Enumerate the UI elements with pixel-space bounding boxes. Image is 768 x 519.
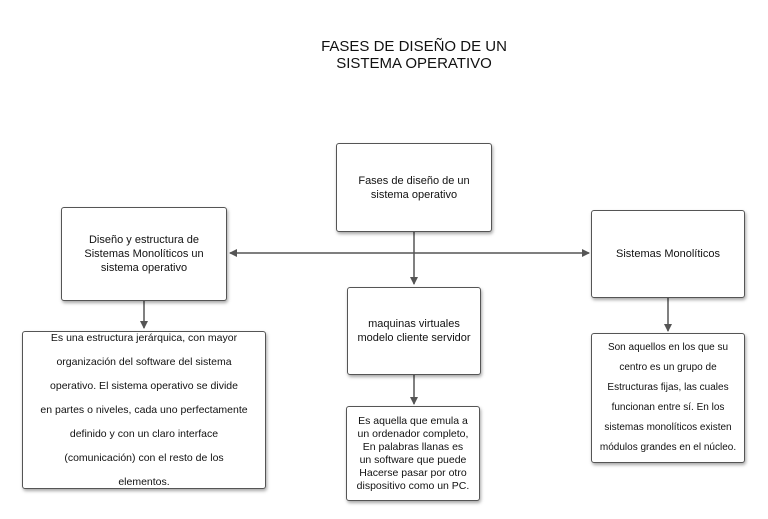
root-node: Fases de diseño de un sistema operativo [336, 143, 492, 232]
title-line-1: FASES DE DISEÑO DE UN [321, 38, 507, 55]
right-description-line: Son aquellos en los que su [607, 342, 729, 353]
right-node: Sistemas Monolíticos [591, 210, 745, 298]
left-description-line: elementos. [118, 476, 170, 488]
middle-node: maquinas virtuales modelo cliente servid… [347, 287, 481, 375]
middle-description-line: Hacerse pasar por otro [359, 466, 467, 479]
left-description-line: definido y con un claro interface [69, 428, 219, 440]
middle-description-line: un ordenador completo, [357, 427, 469, 440]
left-node-line: sistema operativo [100, 262, 188, 274]
middle-description: Es aquella que emula a un ordenador comp… [346, 406, 480, 501]
left-description-line: Es una estructura jerárquica, con mayor [50, 332, 238, 344]
diagram-title: FASES DE DISEÑO DE UN SISTEMA OPERATIVO [284, 38, 544, 72]
left-node-line: Diseño y estructura de [88, 234, 200, 246]
left-description-line: (comunicación) con el resto de los [64, 452, 224, 464]
right-description-line: módulos grandes en el núcleo. [599, 442, 737, 453]
right-description-line: sistemas monolíticos existen [604, 422, 732, 433]
left-description-line: organización del software del sistema [56, 356, 232, 368]
root-node-line: sistema operativo [370, 188, 458, 201]
root-node-line: Fases de diseño de un [358, 174, 470, 187]
middle-node-line: modelo cliente servidor [357, 332, 471, 344]
right-description-line: centro es un grupo de [619, 362, 717, 373]
left-node-line: Sistemas Monolíticos un [84, 248, 204, 260]
middle-description-line: un software que puede [359, 453, 467, 466]
left-description-line: operativo. El sistema operativo se divid… [50, 380, 238, 392]
left-node: Diseño y estructura de Sistemas Monolíti… [61, 207, 227, 301]
left-description: Es una estructura jerárquica, con mayor … [22, 331, 266, 489]
right-description-line: funcionan entre sí. En los [611, 402, 725, 413]
right-description-line: Estructuras fijas, las cuales [607, 382, 729, 393]
middle-node-line: maquinas virtuales [368, 318, 460, 330]
right-description: Son aquellos en los que su centro es un … [591, 333, 745, 463]
middle-description-line: Es aquella que emula a [358, 414, 468, 427]
middle-description-line: En palabras llanas es [362, 440, 464, 453]
right-node-line: Sistemas Monolíticos [616, 248, 720, 260]
left-description-line: en partes o niveles, cada uno perfectame… [40, 404, 248, 416]
title-line-2: SISTEMA OPERATIVO [336, 55, 492, 72]
middle-description-line: dispositivo como un PC. [356, 479, 470, 492]
